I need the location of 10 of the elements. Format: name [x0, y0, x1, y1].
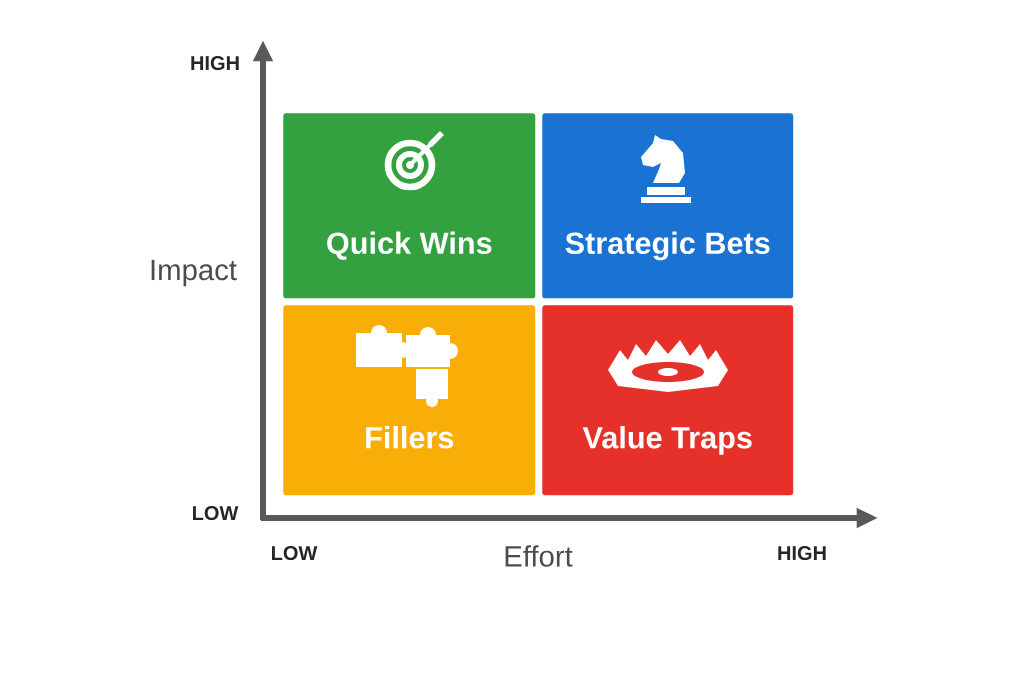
axis-end-label: LOW [272, 545, 318, 561]
quadrant-box: Fillers [283, 305, 536, 496]
axis-end-label: HIGH [191, 55, 239, 71]
quadrant-box: Quick Wins [283, 113, 536, 299]
quadrant-box: Strategic Bets [542, 113, 794, 299]
quadrant-box: Value Traps [542, 305, 794, 496]
axis-end-label: LOW [193, 505, 239, 521]
axis-title: Effort [505, 545, 573, 567]
axis-end-label: HIGH [778, 545, 826, 561]
axis-title: Impact [151, 259, 237, 287]
